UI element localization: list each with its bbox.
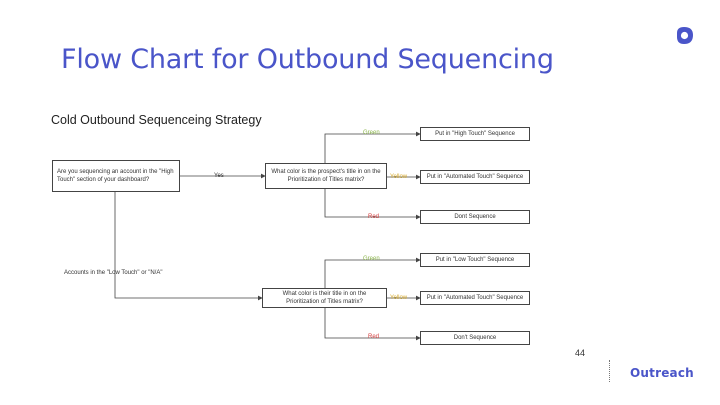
connector-green-1 [324, 131, 421, 165]
action-box-low-touch: Put in "Low Touch" Sequence [420, 253, 530, 267]
connector-green-2 [324, 257, 421, 290]
label-low-touch: Accounts in the "Low Touch" or "N/A" [64, 270, 163, 276]
outreach-logo-icon [677, 27, 693, 44]
question-box-title-color-2: What color is their title in on the Prio… [262, 288, 387, 308]
footer-divider [609, 360, 610, 382]
connector-red-2 [324, 306, 421, 341]
question-box-high-touch: Are you sequencing an account in the "Hi… [52, 160, 180, 192]
slide-title: Flow Chart for Outbound Sequencing [61, 44, 554, 75]
question-box-title-color-1: What color is the prospect's title in on… [265, 163, 387, 189]
label-yellow-2: Yellow [390, 295, 408, 301]
label-green-2: Green [363, 256, 380, 262]
question-text: Are you sequencing an account in the "Hi… [57, 169, 174, 183]
page-number: 44 [575, 348, 586, 358]
label-yes: Yes [214, 173, 224, 179]
label-red-2: Red [368, 334, 380, 340]
action-box-dont-sequence-2: Don't Sequence [420, 331, 530, 345]
action-box-automated-touch-2: Put in "Automated Touch" Sequence [420, 291, 530, 305]
label-yellow-1: Yellow [390, 174, 408, 180]
question-text: What color is their title in on the Prio… [282, 291, 367, 305]
connector-red-1 [324, 189, 421, 220]
connector-no [114, 192, 263, 301]
question-text: What color is the prospect's title in on… [271, 169, 381, 183]
action-box-high-touch: Put in "High Touch" Sequence [420, 127, 530, 141]
action-box-dont-sequence-1: Dont Sequence [420, 210, 530, 224]
action-box-automated-touch-1: Put in "Automated Touch" Sequence [420, 170, 530, 184]
brand-wordmark: Outreach [630, 366, 694, 380]
label-red-1: Red [368, 214, 380, 220]
label-green-1: Green [363, 130, 380, 136]
diagram-title: Cold Outbound Sequenceing Strategy [51, 113, 262, 127]
